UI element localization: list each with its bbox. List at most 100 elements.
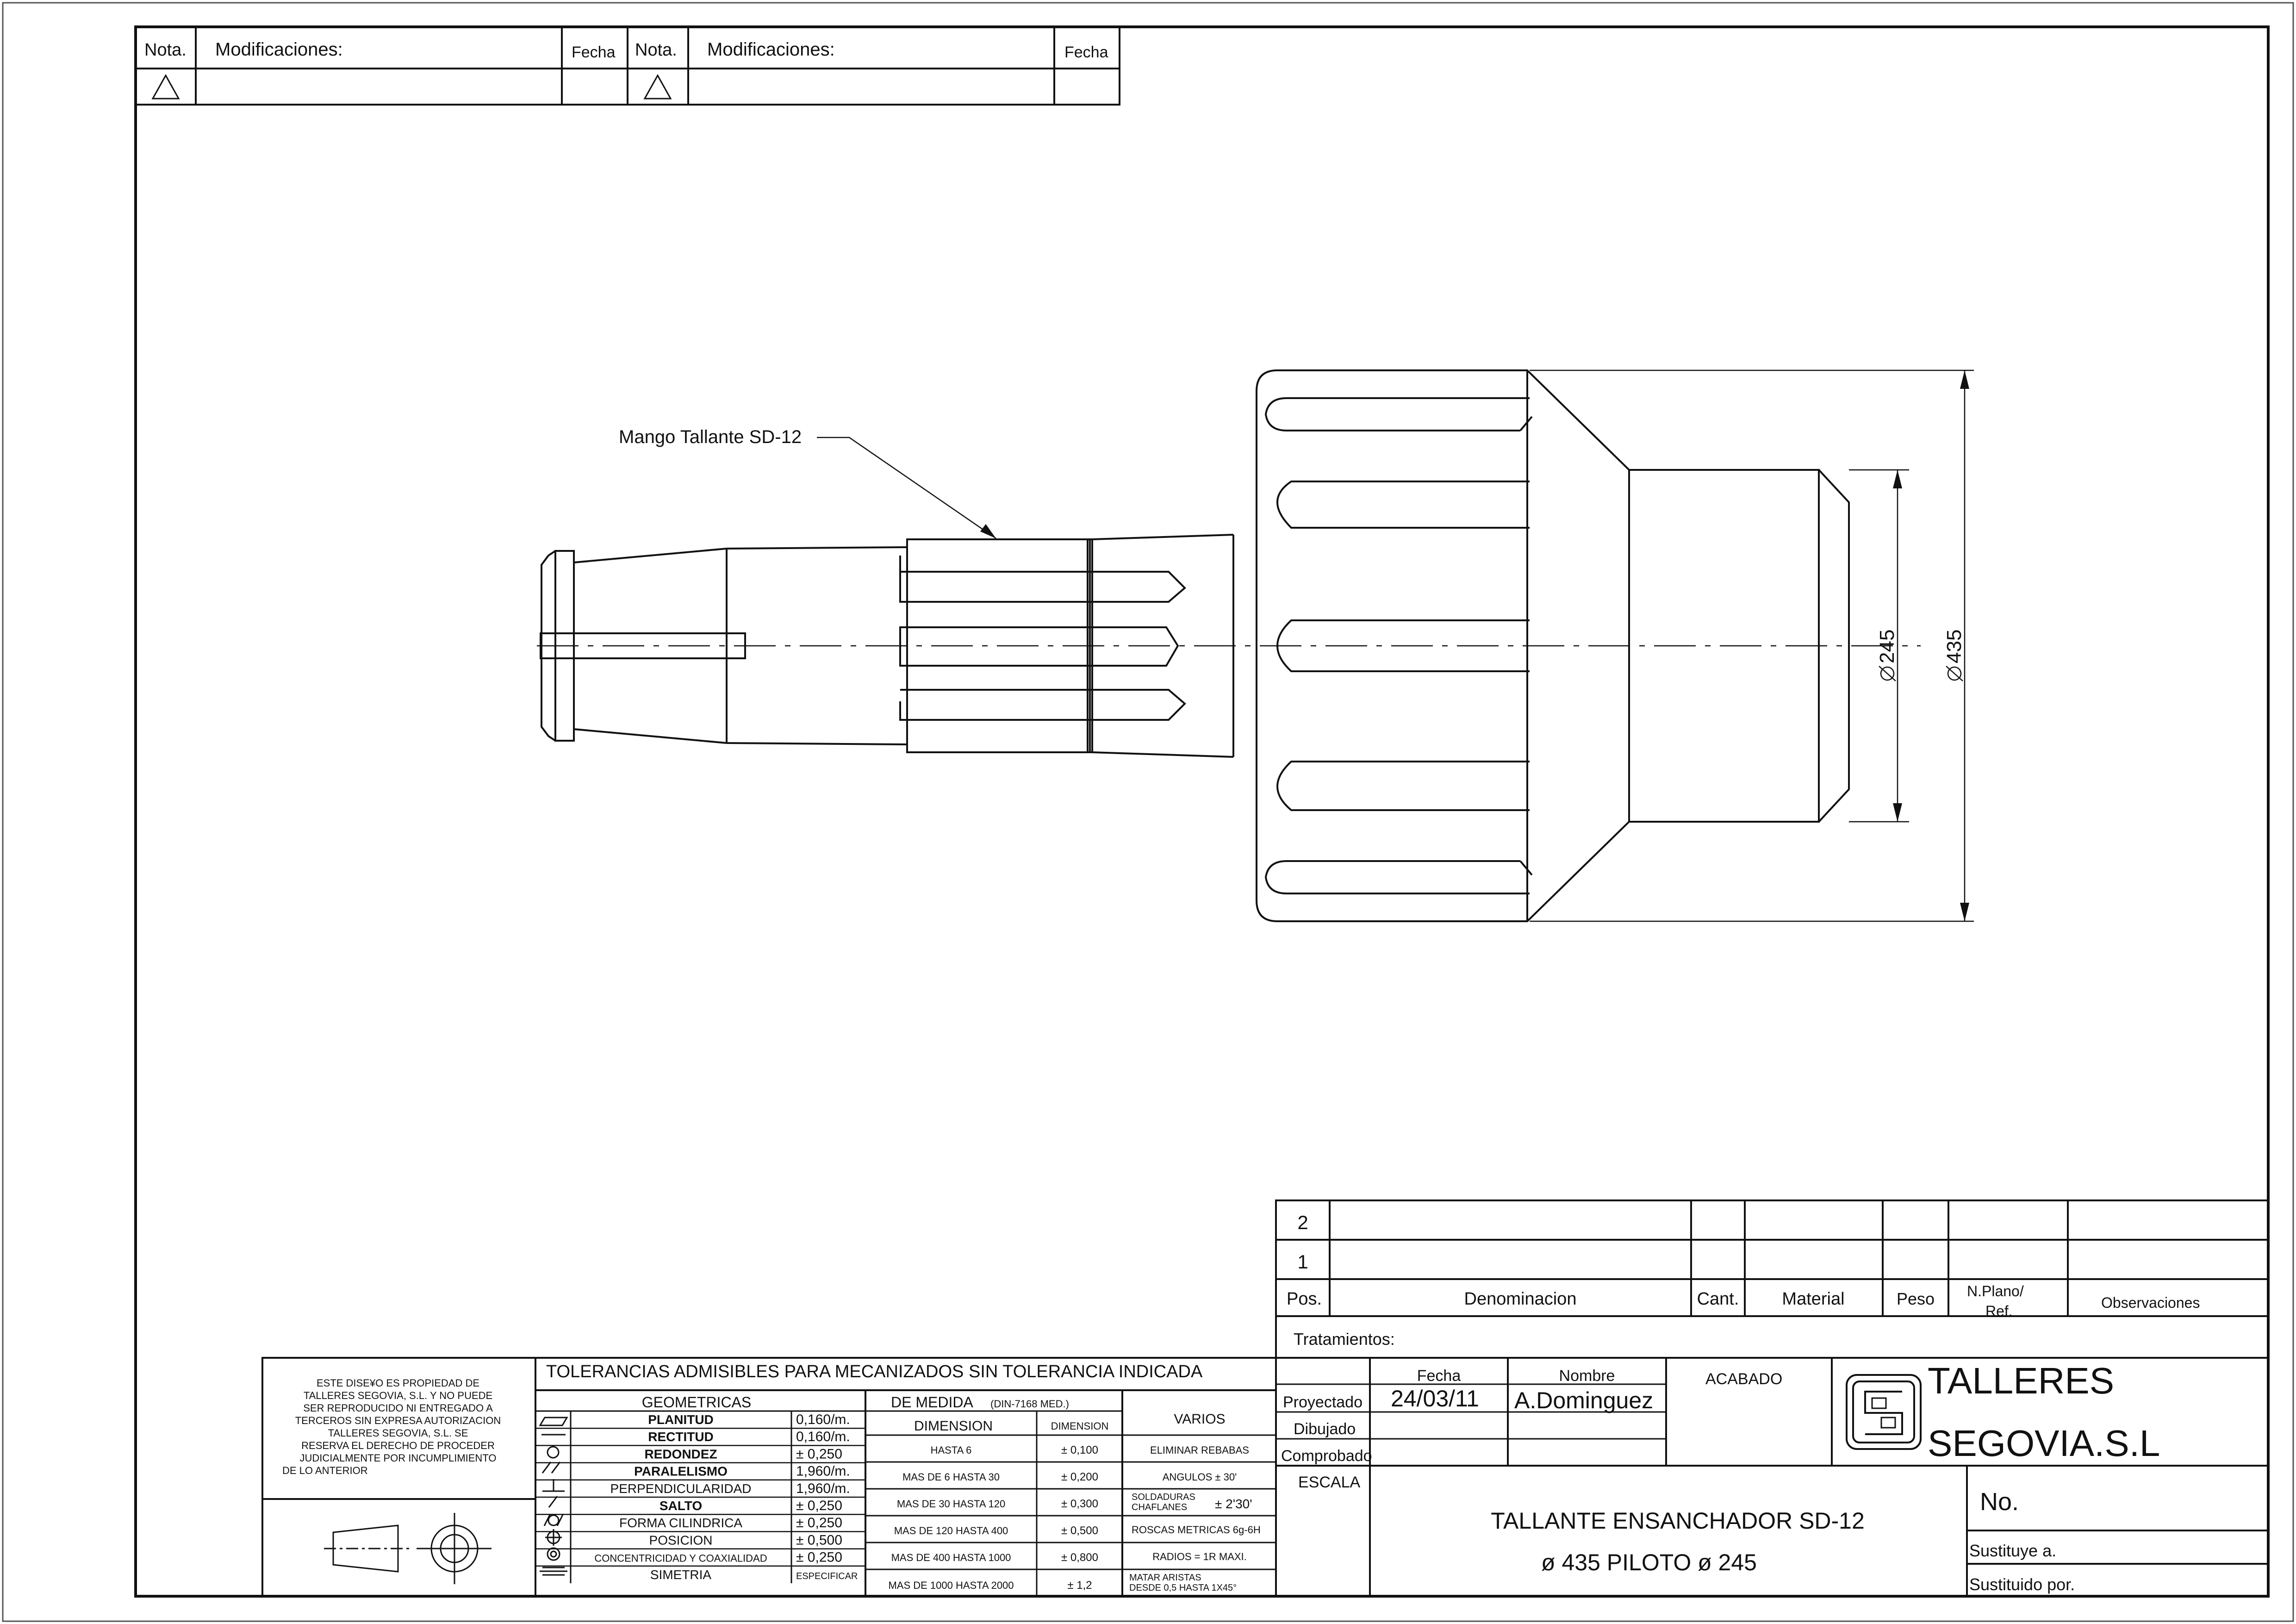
diameter-symbol-icon [1880, 666, 1895, 681]
drawing-subtitle: ø 435 PILOTO ø 245 [1541, 1549, 1757, 1575]
part-drawing [537, 369, 1974, 922]
geo-tolerance-value: ± 0,250 [796, 1550, 842, 1565]
revision-nota-header: Nota. [635, 40, 677, 60]
tb-sustituido-label: Sustituido por. [1969, 1575, 2075, 1594]
spline-groove [899, 689, 1186, 721]
dimension-header-small: DIMENSION [1051, 1420, 1109, 1432]
tb-fecha-value: 24/03/11 [1391, 1386, 1479, 1412]
varios-aristas: DESDE 0,5 HASTA 1X45° [1129, 1583, 1237, 1593]
tb-fecha-header: Fecha [1417, 1367, 1461, 1385]
diameter-symbol-icon [1947, 666, 1962, 681]
tratamientos-label: Tratamientos: [1294, 1330, 1395, 1349]
disclaimer-line: SER REPRODUCIDO NI ENTREGADO A [303, 1402, 493, 1414]
revision-block [135, 26, 1120, 106]
geo-tolerance-value: ± 0,250 [796, 1446, 842, 1462]
geo-tolerance-name: CONCENTRICIDAD Y COAXIALIDAD [594, 1553, 767, 1564]
perpendicularity-icon [542, 1479, 565, 1492]
projection-symbol-icon [324, 1513, 492, 1584]
medida-value: ± 0,300 [1061, 1498, 1098, 1510]
parts-row-pos: 1 [1297, 1251, 1308, 1273]
tb-escala-label: ESCALA [1298, 1474, 1360, 1491]
geo-tolerance-value: ± 0,250 [796, 1498, 842, 1513]
geo-tolerance-name: PLANITUD [648, 1412, 714, 1427]
varios-roscas: ROSCAS METRICAS 6g-6H [1132, 1524, 1261, 1536]
company-logo-icon [1846, 1374, 1922, 1450]
cutter-head-outline [1256, 369, 1630, 922]
varios-chaflanes-value: ± 2'30' [1215, 1497, 1252, 1511]
concentricity-icon [547, 1547, 560, 1561]
tb-nombre-header: Nombre [1559, 1367, 1615, 1385]
shank-spline-body [906, 538, 1093, 753]
tb-dibujado-label: Dibujado [1294, 1420, 1356, 1438]
parts-header-plano: N.Plano/ [1967, 1283, 2024, 1299]
cutter-slot [1264, 397, 1530, 431]
parts-list [1275, 1199, 2269, 1359]
cutter-slot [1276, 619, 1530, 672]
parts-header-pos: Pos. [1287, 1289, 1322, 1309]
disclaimer-line: TALLERES SEGOVIA, S.L. SE [328, 1427, 468, 1439]
pilot-cylinder [1628, 469, 1820, 823]
varios-chaflanes: CHAFLANES [1132, 1502, 1187, 1512]
dimension-header: DIMENSION [914, 1418, 993, 1434]
parts-header-denominacion: Denominacion [1464, 1289, 1577, 1309]
varios-header: VARIOS [1174, 1412, 1225, 1427]
revision-fecha-header: Fecha [572, 44, 616, 61]
medida-range: MAS DE 120 HASTA 400 [894, 1525, 1008, 1537]
cutter-slot [1264, 860, 1530, 894]
geo-tolerance-name: SALTO [660, 1499, 702, 1513]
geometricas-header: GEOMETRICAS [642, 1394, 751, 1411]
geo-tolerance-value: ± 0,250 [796, 1515, 842, 1530]
disclaimer-line: JUDICIALMENTE POR INCUMPLIMIENTO [300, 1452, 497, 1464]
geo-tolerance-name: POSICION [649, 1533, 713, 1547]
cutter-slot [1276, 761, 1530, 811]
tb-acabado: ACABADO [1705, 1370, 1782, 1388]
geo-tolerance-value: ESPECIFICAR [796, 1571, 858, 1581]
flatness-icon [539, 1417, 568, 1426]
geo-tolerance-value: 1,960/m. [796, 1464, 850, 1479]
varios-soldaduras: SOLDADURAS [1132, 1492, 1195, 1502]
revision-modificaciones-header: Modificaciones: [707, 39, 835, 60]
tb-comprobado-label: Comprobado [1281, 1447, 1372, 1465]
geo-tolerance-name: PERPENDICULARIDAD [610, 1481, 752, 1496]
svg-text:245: 245 [1876, 630, 1898, 663]
medida-range: HASTA 6 [931, 1444, 972, 1456]
medida-range: MAS DE 1000 HASTA 2000 [888, 1580, 1014, 1591]
medida-value: ± 0,100 [1061, 1444, 1098, 1456]
spline-groove [899, 556, 1186, 603]
tb-proyectado-label: Proyectado [1283, 1393, 1363, 1411]
medida-value: ± 0,500 [1061, 1524, 1098, 1537]
disclaimer-line: TALLERES SEGOVIA, S.L. Y NO PUEDE [304, 1390, 492, 1401]
disclaimer-line: DE LO ANTERIOR [282, 1465, 368, 1476]
title-block [1275, 1357, 2269, 1597]
medida-header: DE MEDIDA [891, 1394, 973, 1411]
callout-leader [817, 437, 996, 539]
medida-range: MAS DE 6 HASTA 30 [902, 1471, 1000, 1483]
geo-tolerance-name: SIMETRIA [650, 1568, 712, 1582]
medida-value: ± 0,800 [1061, 1551, 1098, 1564]
drawing-title: TALLANTE ENSANCHADOR SD-12 [1491, 1508, 1865, 1534]
geo-tolerance-name: PARALELISMO [634, 1464, 728, 1479]
callout-label: Mango Tallante SD-12 [619, 427, 802, 447]
varios-aristas: MATAR ARISTAS [1129, 1573, 1201, 1583]
revision-fecha-header: Fecha [1064, 44, 1108, 61]
revision-triangle-icon [643, 74, 672, 100]
parts-row-pos: 2 [1297, 1212, 1308, 1233]
geo-tolerance-name: RECTITUD [648, 1430, 714, 1444]
tolerances-title: TOLERANCIAS ADMISIBLES PARA MECANIZADOS … [546, 1362, 1203, 1381]
revision-triangle-icon [151, 74, 180, 100]
varios-radios: RADIOS = 1R MAXI. [1152, 1551, 1247, 1562]
disclaimer-line: TERCEROS SIN EXPRESA AUTORIZACION [295, 1415, 501, 1426]
position-icon [545, 1529, 562, 1546]
geo-tolerance-name: REDONDEZ [644, 1447, 717, 1461]
tb-nombre-value: A.Dominguez [1514, 1387, 1653, 1413]
disclaimer-line: RESERVA EL DERECHO DE PROCEDER [301, 1440, 495, 1451]
pilot-key-slot [540, 632, 746, 659]
svg-text:435: 435 [1943, 630, 1966, 663]
medida-value: ± 0,200 [1061, 1471, 1098, 1483]
spline-groove [899, 626, 1179, 667]
medida-norm: (DIN-7168 MED.) [990, 1398, 1069, 1410]
parallelism-icon [541, 1462, 561, 1474]
